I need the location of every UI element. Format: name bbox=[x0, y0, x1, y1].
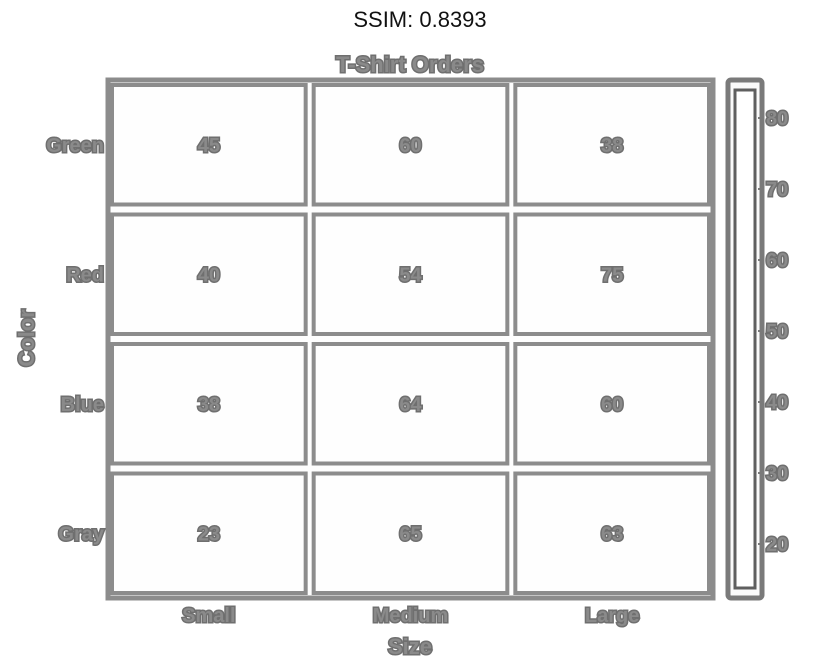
y-tick-label: Red bbox=[66, 264, 104, 286]
cell-value-label: 38 bbox=[198, 394, 220, 416]
heatmap-cell bbox=[311, 212, 510, 336]
cell-value-label: 65 bbox=[399, 523, 421, 545]
heatmap-cell bbox=[311, 83, 510, 207]
cell-value-label: 23 bbox=[198, 523, 220, 545]
heatmap-cell bbox=[110, 212, 308, 336]
x-tick-label: Small bbox=[182, 605, 235, 627]
heatmap-cell bbox=[513, 471, 711, 595]
colorbar-tick-label: 30 bbox=[766, 463, 788, 485]
heatmap-cell bbox=[513, 83, 711, 207]
cell-value-label: 54 bbox=[399, 264, 422, 286]
colorbar: 80 70 60 50 40 30 20 bbox=[725, 77, 790, 601]
cell-value-label: 60 bbox=[399, 135, 421, 157]
heatmap-cell bbox=[110, 342, 308, 466]
cell-value-label: 45 bbox=[198, 135, 220, 157]
colorbar-tick-label: 70 bbox=[766, 179, 788, 201]
heatmap-cell bbox=[311, 471, 510, 595]
colorbar-tick-label: 50 bbox=[766, 321, 788, 343]
y-tick-label: Green bbox=[46, 135, 104, 157]
colorbar-tick-label: 40 bbox=[766, 392, 788, 414]
cell-value-label: 63 bbox=[601, 523, 623, 545]
heatmap-cell bbox=[110, 83, 308, 207]
cell-value-label: 75 bbox=[601, 264, 623, 286]
colorbar-tick-label: 80 bbox=[766, 108, 788, 130]
x-tick-label: Large bbox=[585, 605, 639, 627]
ssim-title: SSIM: 0.8393 bbox=[353, 7, 486, 32]
cell-value-label: 64 bbox=[399, 394, 422, 416]
cell-value-label: 40 bbox=[198, 264, 220, 286]
chart-title: T-Shirt Orders bbox=[336, 52, 484, 77]
heatmap-cell bbox=[110, 471, 308, 595]
colorbar-tick-label: 20 bbox=[766, 534, 788, 556]
colorbar-gradient bbox=[733, 88, 757, 590]
x-tick-label: Medium bbox=[373, 605, 449, 627]
heatmap-cell bbox=[311, 342, 510, 466]
cell-value-label: 60 bbox=[601, 394, 623, 416]
cell-value-label: 38 bbox=[601, 135, 623, 157]
heatmap-cell bbox=[513, 342, 711, 466]
heatmap-cell bbox=[513, 212, 711, 336]
y-tick-label: Blue bbox=[61, 394, 104, 416]
y-axis-label: Color bbox=[14, 309, 39, 367]
x-axis-label: Size bbox=[388, 634, 432, 659]
y-tick-label: Gray bbox=[58, 523, 104, 545]
colorbar-tick-label: 60 bbox=[766, 250, 788, 272]
